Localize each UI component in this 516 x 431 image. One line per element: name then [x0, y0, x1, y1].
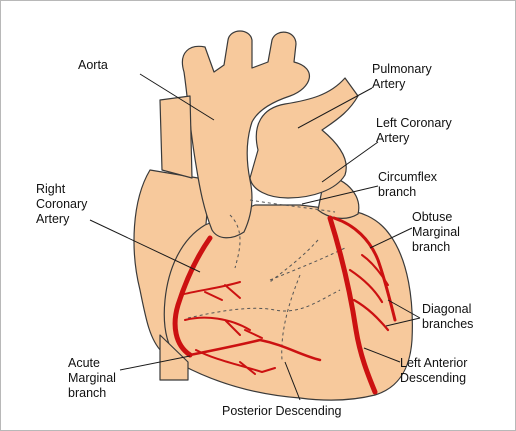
label-aorta: Aorta: [78, 58, 108, 73]
label-right-coronary-artery: Right Coronary Artery: [36, 182, 87, 227]
heart-body: [134, 31, 412, 400]
label-circumflex-branch: Circumflex branch: [378, 170, 437, 200]
label-acute-marginal-branch: Acute Marginal branch: [68, 356, 116, 401]
label-diagonal-branches: Diagonal branches: [422, 302, 473, 332]
label-left-coronary-artery: Left Coronary Artery: [376, 116, 452, 146]
label-obtuse-marginal-branch: Obtuse Marginal branch: [412, 210, 460, 255]
label-left-anterior-descending: Left Anterior Descending: [400, 356, 467, 386]
superior-vena-cava: [160, 96, 192, 178]
label-posterior-descending: Posterior Descending: [222, 404, 342, 419]
label-pulmonary-artery: Pulmonary Artery: [372, 62, 432, 92]
